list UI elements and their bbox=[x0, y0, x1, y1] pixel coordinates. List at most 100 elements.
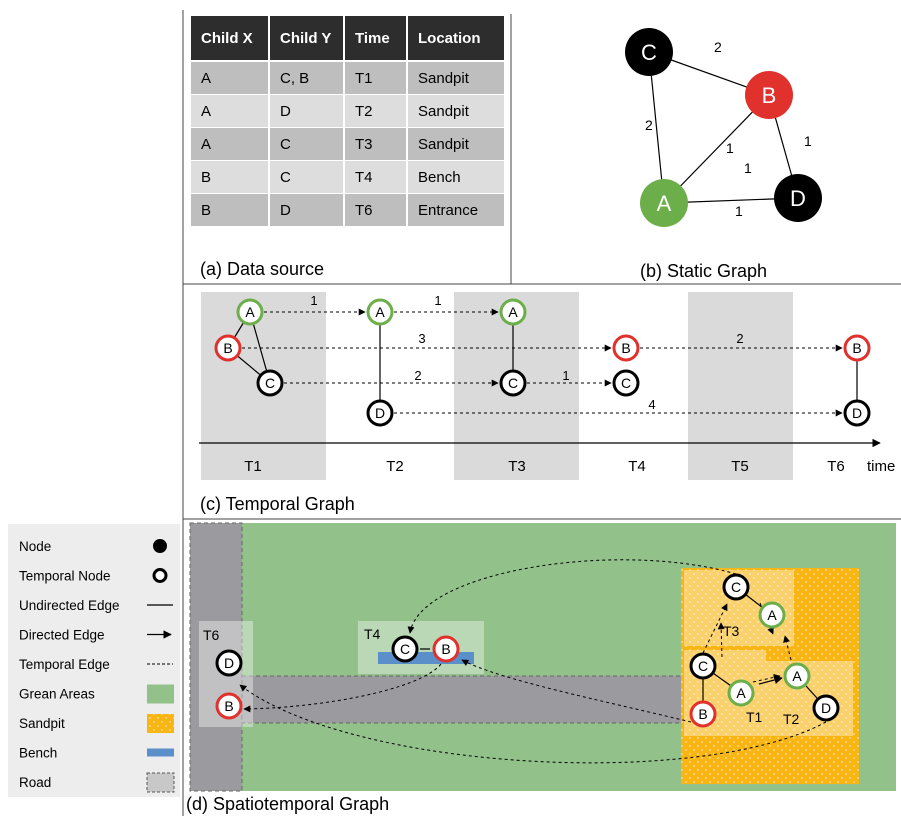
table-cell bbox=[345, 62, 406, 94]
spatio-node-a bbox=[758, 601, 786, 629]
spatio-node-label: B bbox=[698, 706, 707, 722]
spatio-node-a bbox=[783, 662, 811, 690]
table-cell bbox=[345, 161, 406, 193]
caption-data-source: (a) Data source bbox=[200, 259, 324, 279]
table-cell bbox=[270, 161, 343, 193]
legend-label: Road bbox=[19, 775, 51, 790]
temporal-node-label: D bbox=[375, 405, 385, 421]
table-cell bbox=[191, 95, 268, 127]
table-cell-text: A bbox=[201, 70, 211, 87]
bench-swatch-icon bbox=[147, 748, 174, 757]
spatio-node-label: D bbox=[224, 655, 234, 671]
temporal-node-label: B bbox=[621, 340, 630, 356]
temporal-node-label: A bbox=[375, 304, 385, 320]
table-header-cell bbox=[345, 16, 406, 60]
time-label: T3 bbox=[508, 458, 526, 475]
temporal-node-label: D bbox=[852, 405, 862, 421]
temporal-node-symbol-icon bbox=[152, 568, 168, 583]
static-edge-weight: 1 bbox=[744, 160, 752, 176]
sandpit-swatch-icon bbox=[147, 714, 174, 733]
table-cell-text: T2 bbox=[355, 103, 373, 120]
time-band bbox=[688, 292, 793, 480]
temporal-edge-weight: 2 bbox=[414, 368, 421, 383]
static-node-label: A bbox=[657, 191, 672, 216]
table-cell bbox=[270, 128, 343, 160]
spatio-node-c bbox=[391, 635, 419, 663]
table-header-label: Time bbox=[355, 30, 390, 47]
static-node-c bbox=[625, 28, 673, 76]
spatio-node-label: A bbox=[767, 607, 777, 623]
green-area-swatch-icon bbox=[147, 684, 174, 704]
legend-label: Undirected Edge bbox=[19, 598, 120, 613]
spatio-node-label: C bbox=[698, 658, 708, 674]
spatio-node-c bbox=[722, 573, 750, 601]
time-label: T5 bbox=[731, 458, 749, 475]
spatio-node-label: A bbox=[792, 668, 802, 684]
table-cell-text: Bench bbox=[418, 169, 461, 186]
temporal-edge-weight: 2 bbox=[736, 331, 743, 346]
legend-label: Directed Edge bbox=[19, 628, 105, 643]
temporal-edge bbox=[461, 659, 692, 723]
table-cell-text: A bbox=[201, 103, 211, 120]
temporal-node-d bbox=[843, 399, 871, 427]
table-cell-text: B bbox=[201, 169, 211, 186]
spatio-node-label: B bbox=[224, 698, 233, 714]
temporal-node-b bbox=[843, 334, 871, 362]
temporal-node-c bbox=[256, 369, 284, 397]
table-cell bbox=[270, 62, 343, 94]
table-cell-text: T1 bbox=[355, 70, 373, 87]
table-cell bbox=[191, 128, 268, 160]
table-cell-text: C, B bbox=[280, 70, 309, 87]
table-cell bbox=[408, 128, 504, 160]
time-label: T2 bbox=[386, 458, 404, 475]
legend-label: Sandpit bbox=[19, 716, 65, 731]
static-edge-weight: 2 bbox=[714, 39, 722, 55]
table-cell bbox=[191, 194, 268, 226]
spatio-node-label: C bbox=[731, 579, 741, 595]
spatio-node-d bbox=[812, 694, 840, 722]
spatio-node-b bbox=[215, 692, 243, 720]
table-cell-text: B bbox=[201, 202, 211, 219]
static-node-label: B bbox=[762, 83, 777, 108]
static-edge-weight: 1 bbox=[804, 133, 812, 149]
table-header-cell bbox=[191, 16, 268, 60]
table-header-label: Child X bbox=[201, 30, 253, 47]
table-header-label: Child Y bbox=[280, 30, 331, 47]
temporal-edge bbox=[783, 635, 792, 661]
temporal-node-label: A bbox=[508, 304, 518, 320]
static-node-label: D bbox=[790, 186, 806, 211]
caption-temporal-graph: (c) Temporal Graph bbox=[200, 494, 355, 514]
spatio-time-label: T4 bbox=[364, 626, 381, 642]
temporal-edge-weight: 1 bbox=[562, 368, 569, 383]
static-edge bbox=[648, 51, 665, 204]
legend-label: Node bbox=[19, 539, 51, 554]
temporal-node-label: B bbox=[223, 340, 232, 356]
spatio-node-label: C bbox=[400, 641, 410, 657]
static-edge-weight: 1 bbox=[735, 203, 743, 219]
table-cell bbox=[270, 194, 343, 226]
temporal-node-b bbox=[214, 334, 242, 362]
temporal-edge bbox=[752, 673, 781, 683]
legend-label: Bench bbox=[19, 746, 57, 761]
time-axis-label: time bbox=[867, 458, 895, 475]
temporal-node-label: C bbox=[508, 375, 518, 391]
legend-label: Temporal Edge bbox=[19, 657, 110, 672]
temporal-graph: T1T2T3T4T5T6time11321242ABCADACBCBD bbox=[199, 292, 895, 480]
table-cell-text: Sandpit bbox=[418, 103, 470, 120]
temporal-edge-weight: 1 bbox=[310, 293, 317, 308]
temporal-node-label: B bbox=[852, 340, 861, 356]
spatio-node-a bbox=[727, 679, 755, 707]
table-cell-text: C bbox=[280, 169, 291, 186]
spatio-node-b bbox=[432, 635, 460, 663]
time-label: T4 bbox=[628, 458, 646, 475]
time-label: T1 bbox=[244, 458, 262, 475]
spatio-node-label: D bbox=[821, 700, 831, 716]
spatio-node-label: B bbox=[441, 641, 450, 657]
static-edge-weight: 1 bbox=[726, 140, 734, 156]
temporal-edge bbox=[407, 559, 737, 634]
